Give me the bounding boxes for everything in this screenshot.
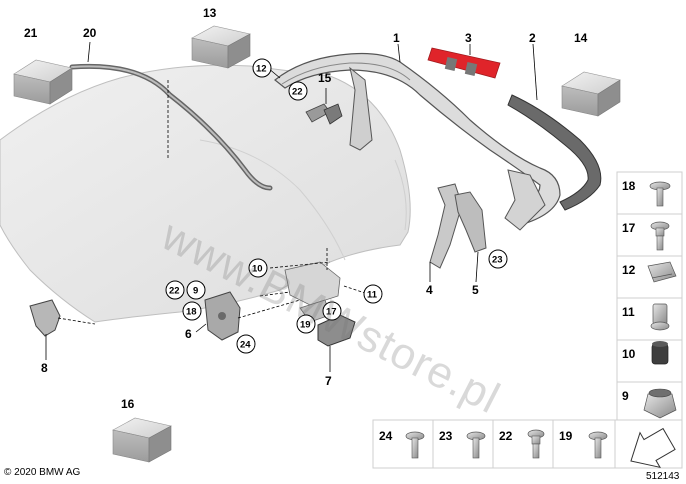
screw-24-icon	[405, 431, 425, 459]
side-seal	[507, 94, 602, 211]
soft-top-roof	[0, 64, 411, 323]
callout-numbers: 21 20 13 1 3 2 14 15 4 5 6 7 8 16	[24, 6, 588, 411]
circled-19: 19	[300, 320, 311, 331]
panel-label-24: 24	[379, 429, 393, 443]
callout-21: 21	[24, 26, 38, 40]
panel-label-12: 12	[622, 263, 636, 277]
panel-label-23: 23	[439, 429, 453, 443]
kit-box-16	[112, 417, 172, 463]
hinge-5	[454, 191, 487, 253]
diagram-number: 512143	[646, 471, 680, 482]
fastener-panel-right: 18 17 12 11 10 9	[616, 171, 683, 427]
circled-17: 17	[326, 307, 337, 318]
screw-19-icon	[588, 431, 608, 459]
bracket-6	[204, 291, 241, 341]
copyright: © 2020 BMW AG	[4, 467, 81, 478]
circled-22-mid: 22	[169, 286, 180, 297]
circled-callouts: 12 22 10 11 22 9 18 24 19 17 23	[165, 58, 508, 354]
callout-6: 6	[185, 327, 192, 341]
callout-14: 14	[574, 31, 588, 45]
panel-label-18: 18	[622, 179, 636, 193]
callout-5: 5	[472, 283, 479, 297]
callout-3: 3	[465, 31, 472, 45]
kit-box-14	[561, 71, 621, 117]
panel-label-10: 10	[622, 347, 636, 361]
nut-9-icon	[643, 388, 677, 419]
circled-24: 24	[240, 340, 251, 351]
kit-box-13	[191, 25, 251, 69]
callout-20: 20	[83, 26, 97, 40]
screw-23-icon	[466, 431, 486, 459]
front-header-seal	[69, 63, 273, 191]
callout-16: 16	[121, 397, 135, 411]
callout-2: 2	[529, 31, 536, 45]
clip-12-icon	[647, 261, 677, 283]
screw-17-icon	[650, 221, 670, 251]
top-frame-assembly	[274, 52, 561, 231]
bracket-4	[429, 183, 463, 269]
grommet-10-icon	[651, 341, 669, 365]
callout-13: 13	[203, 6, 217, 20]
circled-11: 11	[367, 290, 378, 301]
circled-9: 9	[193, 286, 198, 297]
panel-label-9: 9	[622, 389, 629, 403]
callout-1: 1	[393, 31, 400, 45]
screw-18-icon	[649, 181, 671, 207]
nut-11-icon	[650, 303, 670, 331]
fastener-panel-bottom: 24 23 22 19	[372, 419, 683, 469]
panel-label-22: 22	[499, 429, 513, 443]
callout-7: 7	[325, 374, 332, 388]
callout-15: 15	[318, 71, 332, 85]
circled-10: 10	[252, 264, 263, 275]
leader-lines	[167, 80, 369, 319]
circled-22-top: 22	[292, 87, 303, 98]
circled-23: 23	[492, 255, 503, 266]
callout-4: 4	[426, 283, 433, 297]
bracket-8	[29, 299, 96, 337]
callout-lines	[45, 41, 538, 372]
kit-box-21	[13, 59, 73, 105]
pin-22-icon	[527, 429, 545, 459]
circled-12: 12	[256, 64, 267, 75]
direction-arrow-icon	[630, 427, 676, 469]
panel-label-19: 19	[559, 429, 573, 443]
red-seal	[427, 47, 501, 79]
callout-8: 8	[41, 361, 48, 375]
panel-label-11: 11	[622, 305, 635, 319]
circled-18: 18	[186, 307, 197, 318]
clip-set	[305, 103, 343, 125]
panel-label-17: 17	[622, 221, 636, 235]
